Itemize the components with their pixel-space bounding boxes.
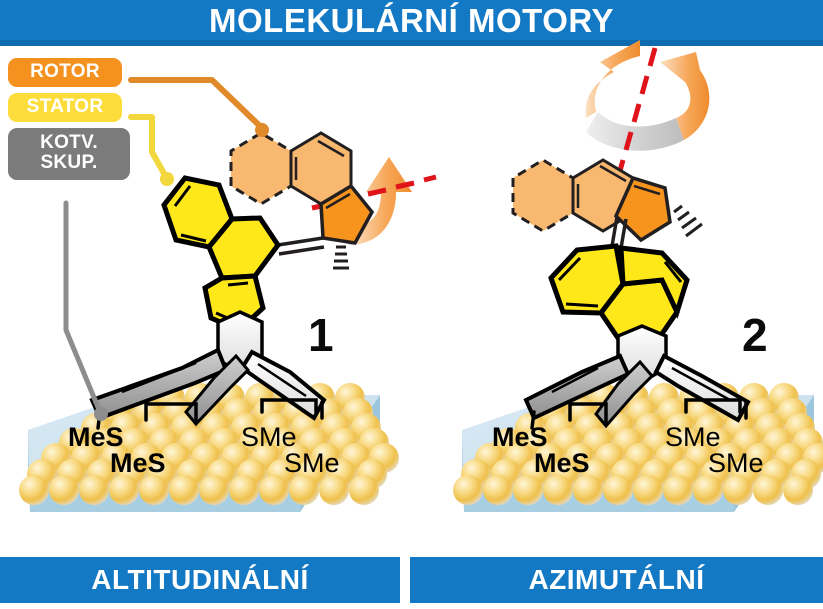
anchor-label-mes-3: MeS: [492, 422, 548, 452]
legend: ROTOR STATOR KOTV. SKUP.: [8, 58, 138, 186]
legend-leader-stator: [128, 114, 174, 186]
page-title: MOLEKULÁRNÍ MOTORY: [209, 2, 614, 39]
anchor-group-right: [523, 324, 751, 429]
legend-leader-rotor: [128, 77, 269, 137]
anchor-label-leaders-right: [530, 398, 748, 430]
anchor-label-mes-1: MeS: [68, 422, 124, 452]
panel-number-1: 1: [308, 309, 334, 361]
stator-group-right: [548, 243, 690, 344]
footer-label-azimuthal: AZIMUTÁLNÍ: [410, 557, 823, 603]
rotation-arrow-azimuthal: [585, 40, 710, 179]
central-double-bond-right: [610, 216, 628, 249]
legend-leader-anchor: [63, 200, 108, 421]
rotor-group-right: [511, 158, 703, 243]
panel-altitudinal: MeS MeS SMe SMe: [19, 131, 437, 512]
panel-azimuthal: MeS MeS SMe SMe: [453, 40, 823, 512]
rotation-axis-vertical: [615, 47, 658, 179]
legend-item-stator[interactable]: STATOR: [8, 93, 122, 122]
panel-number-2: 2: [742, 309, 768, 361]
footer-label-altitudinal: ALTITUDINÁLNÍ: [0, 557, 400, 603]
anchor-label-sme-3: SMe: [665, 422, 721, 452]
rotor-group-left: [229, 131, 375, 270]
header-underline: [0, 40, 823, 46]
methyl-wedge-left: [333, 245, 349, 270]
legend-item-anchor[interactable]: KOTV. SKUP.: [8, 128, 130, 180]
legend-item-rotor[interactable]: ROTOR: [8, 58, 122, 87]
legend-label-anchor-line2: SKUP.: [40, 151, 98, 173]
header-bar: MOLEKULÁRNÍ MOTORY: [0, 0, 823, 46]
anchor-label-mes-2: MeS: [110, 448, 166, 478]
anchor-label-sme-4: SMe: [708, 448, 764, 478]
legend-label-rotor: ROTOR: [30, 61, 100, 82]
legend-label-stator: STATOR: [26, 96, 104, 117]
legend-label-anchor-line1: KOTV.: [40, 132, 98, 153]
anchor-label-mes-4: MeS: [534, 448, 590, 478]
methyl-wedge-right: [673, 204, 703, 238]
central-double-bond-left: [277, 236, 325, 256]
footer-text-azimuthal: AZIMUTÁLNÍ: [528, 564, 705, 595]
footer-text-altitudinal: ALTITUDINÁLNÍ: [91, 564, 309, 595]
anchor-label-sme-2: SMe: [284, 448, 340, 478]
anchor-label-sme-1: SMe: [241, 422, 297, 452]
